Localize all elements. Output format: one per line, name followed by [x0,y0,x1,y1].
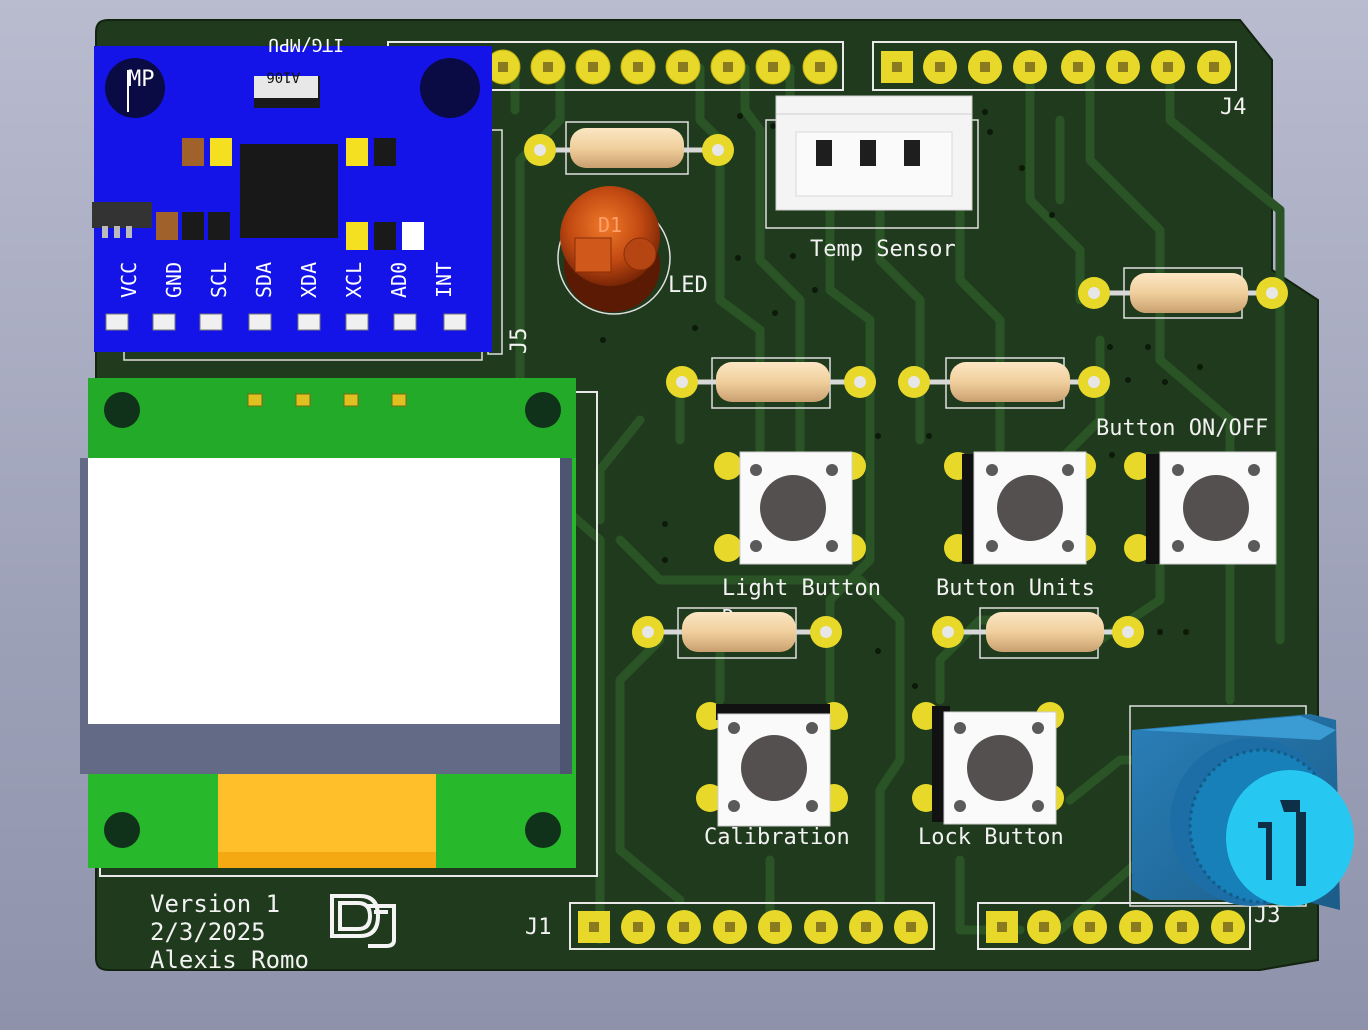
resistor-r1 [524,121,734,175]
resistor-r2 [1078,267,1288,319]
label-button-on-off: Button ON/OFF [1096,416,1268,441]
vias [600,109,1203,689]
label-light-button: Light Button [722,576,881,601]
du-logo [330,894,396,948]
switch-button-units: Button Units [936,451,1096,601]
led-d1: D1 LED [557,186,708,315]
mpu-pin-labels: VCC GND SCL SDA XDA XCL AD0 INT [117,262,456,298]
mpu-module: J5 MP ITG/MPU A106 VCC GND SCL SDA XDA X… [92,34,532,361]
pin-label-xcl: XCL [342,262,366,298]
pin-label-scl: SCL [207,262,231,298]
label-j3: J3 [1254,903,1281,928]
mpu-chip-text: ITG/MPU [268,34,344,55]
header-j4: J4 [872,41,1247,120]
temp-sensor-connector: Temp Sensor [765,95,979,262]
resistor-r6 [932,607,1144,659]
version-text: Version 1 [150,890,280,918]
author-text: Alexis Romo [150,946,309,974]
credits-silkscreen: Version 1 2/3/2025 Alexis Romo [150,890,309,974]
mpu-pin-pads [105,313,467,331]
switch-button-on-off [1124,451,1277,565]
pin-label-gnd: GND [162,262,186,298]
label-d1: D1 [598,213,622,237]
mpu-logo-text: MP [128,67,155,92]
date-text: 2/3/2025 [150,918,266,946]
oled-display [80,378,576,868]
potentiometer [1129,705,1354,910]
header-j1: J1 [525,902,935,950]
label-calibration: Calibration [704,825,850,850]
resistor-r5: R [632,605,842,659]
resistor-r4 [898,357,1110,409]
switch-lock-button: Lock Button [912,702,1064,850]
label-j4: J4 [1220,95,1247,120]
label-j5: J5 [507,328,532,355]
pin-label-vcc: VCC [117,262,141,298]
label-led: LED [668,273,708,298]
label-temp-sensor: Temp Sensor [810,237,956,262]
pin-label-ad0: AD0 [387,262,411,298]
header-j3: J3 [977,902,1281,950]
pin-label-sda: SDA [252,262,276,298]
resistor-r3 [666,357,876,409]
label-j1: J1 [525,915,552,940]
switch-light-button: Light Button [714,451,881,601]
label-lock-button: Lock Button [918,825,1064,850]
pin-label-xda: XDA [297,262,321,298]
mpu-chip-marking: A106 [266,68,300,84]
label-button-units: Button Units [936,576,1095,601]
switch-calibration: Calibration [696,702,850,850]
pin-label-int: INT [432,262,456,298]
